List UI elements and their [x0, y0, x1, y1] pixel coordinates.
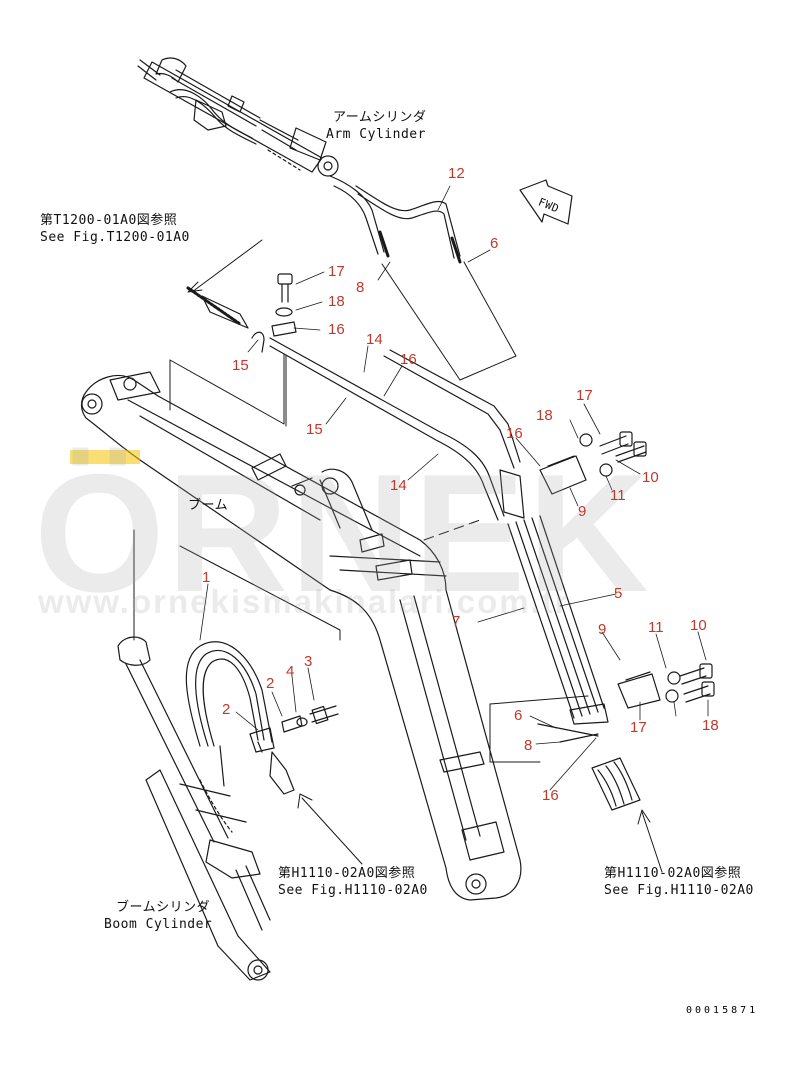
fittings-6-8-lower-drawing: [537, 723, 599, 743]
callout-7: 7: [452, 613, 461, 630]
hose-12-drawing: [329, 175, 462, 264]
callout-6: 6: [514, 707, 523, 724]
callout-9: 9: [598, 621, 607, 638]
callout-16: 17: [630, 719, 647, 736]
watermark-brand: ÖRNEK: [34, 439, 651, 627]
clip-15-drawing: [186, 286, 265, 353]
callout-2: 2: [266, 675, 275, 692]
callout-17: 18: [702, 717, 719, 734]
arm-cylinder-drawing: [137, 57, 339, 177]
callout-9: 9: [578, 503, 587, 520]
arm-cylinder-label-jp: アームシリンダ: [333, 110, 427, 125]
reference-t1200-en: See Fig.T1200-01A0: [40, 230, 190, 245]
boom-tubes-drawing: [269, 337, 609, 725]
boom-drawing: [80, 371, 522, 901]
callout-13: 14: [390, 477, 407, 494]
reference-h1110-right-jp: 第H1110-02A0図参照: [604, 866, 742, 881]
clamp-set-upper-drawing: [539, 431, 647, 495]
callout-11: 11: [610, 487, 626, 504]
reference-lines: [133, 261, 589, 763]
callout-5: 5: [614, 585, 623, 602]
callout-15: 15: [232, 357, 249, 374]
callout-15: 16: [542, 787, 559, 804]
callout-14: 15: [306, 421, 323, 438]
boom-cylinder-drawing: [117, 636, 271, 981]
reference-arrows: [187, 239, 663, 873]
callout-4: 4: [286, 663, 295, 680]
callout-16: 16: [400, 351, 417, 368]
leader-lines: [199, 185, 709, 791]
clamp-set-lower-drawing: [617, 663, 715, 709]
callout-6: 6: [490, 235, 499, 252]
callout-16: 16: [506, 425, 523, 442]
reference-h1110-left-en: See Fig.H1110-02A0: [278, 883, 428, 898]
callout-8: 8: [356, 279, 365, 296]
callout-10: 10: [642, 469, 659, 486]
document-number: 00015871: [686, 1005, 759, 1016]
callout-10: 10: [690, 617, 707, 634]
callout-3: 3: [304, 653, 313, 670]
callout-14: 14: [366, 331, 383, 348]
reference-h1110-left-jp: 第H1110-02A0図参照: [278, 866, 416, 881]
fastener-set-left-drawing: [281, 705, 339, 733]
arm-cylinder-label-en: Arm Cylinder: [326, 127, 426, 142]
callout-12: 12: [448, 165, 465, 182]
callout-16: 16: [328, 321, 345, 338]
reference-t1200-jp: 第T1200-01A0図参照: [40, 213, 178, 228]
reference-h1110-right-en: See Fig.H1110-02A0: [604, 883, 754, 898]
callout-1: 1: [202, 569, 211, 586]
callout-17: 17: [328, 263, 345, 280]
callout-17: 17: [576, 387, 593, 404]
callout-11: 11: [648, 619, 664, 636]
fwd-arrow-icon: [519, 179, 573, 225]
boom-cylinder-label-en: Boom Cylinder: [104, 917, 213, 932]
watermark-accent: [70, 450, 140, 464]
callout-8: 8: [524, 737, 533, 754]
callout-2: 2: [222, 701, 231, 718]
watermark-url: www.ornekismakinalari.com.tr: [38, 583, 570, 620]
callout-18: 18: [328, 293, 345, 310]
fastener-set-top-drawing: [271, 273, 297, 337]
boom-label-jp: ブーム: [188, 498, 229, 513]
fitting-bundle-drawing: [591, 757, 641, 811]
hose-1-drawing: [185, 641, 295, 795]
callout-18: 18: [536, 407, 553, 424]
boom-cylinder-label-jp: ブームシリンダ: [116, 900, 211, 915]
